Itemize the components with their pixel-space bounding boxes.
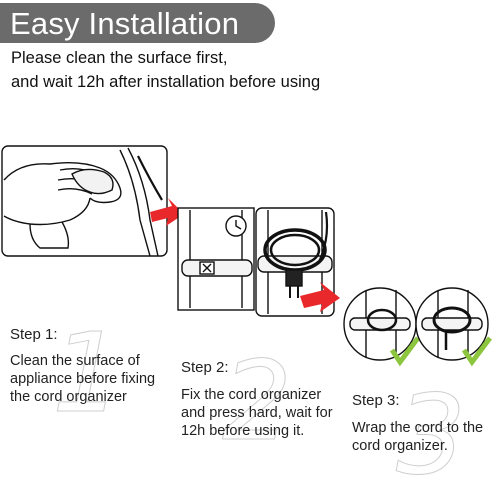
step-2-title: Step 2:	[181, 359, 229, 376]
arrow-icon-2	[300, 282, 340, 312]
hand-illustration	[1, 145, 168, 257]
surface-panel	[177, 207, 255, 311]
banner-title: Easy Installation	[10, 6, 240, 41]
check-icon-2	[461, 336, 492, 367]
instruction-line-1: Please clean the surface first,	[11, 49, 228, 67]
wrap-detail-left	[343, 287, 417, 361]
step-2-description: Fix the cord organizer and press hard, w…	[181, 387, 333, 439]
step-3-number: 3	[396, 371, 467, 499]
title-banner: Easy Installation	[0, 3, 275, 43]
step-1-number: 1	[52, 309, 123, 437]
step-3-title: Step 3:	[352, 392, 400, 409]
instruction-line-2: and wait 12h after installation before u…	[11, 73, 321, 91]
step-1-description: Clean the surface of appliance before fi…	[10, 353, 156, 405]
step-2-number: 2	[222, 337, 293, 465]
step-1-title: Step 1:	[10, 326, 58, 343]
arrow-icon	[150, 198, 184, 226]
wrap-detail-right	[415, 287, 489, 361]
step-3-description: Wrap the cord to the cord organizer.	[352, 420, 484, 454]
installation-illustration	[1, 145, 492, 367]
check-icon	[389, 336, 420, 367]
